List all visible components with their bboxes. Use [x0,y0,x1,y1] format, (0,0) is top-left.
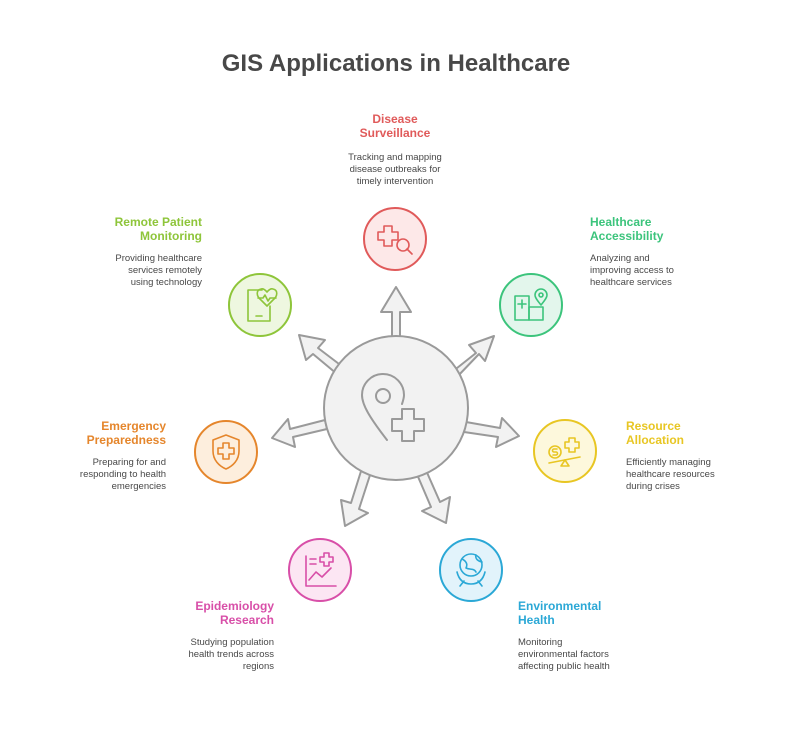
node-remote-patient-monitoring [228,273,292,337]
dollar-cross-scale-icon [548,437,581,467]
tablet-heartbeat-icon [247,288,278,322]
node-healthcare-accessibility [499,273,563,337]
node-epidemiology-research [288,538,352,602]
globe-hands-icon [456,553,486,587]
chart-cross-icon [305,552,337,587]
diagram-title: GIS Applications in Healthcare [221,50,571,77]
node-environmental-health [439,538,503,602]
central-hub [323,335,469,481]
shield-cross-icon [212,434,240,470]
medical-cross-magnifier-icon [377,225,413,255]
arrow-upper-left [298,334,344,375]
node-disease-surveillance [363,207,427,271]
node-resource-allocation [533,419,597,483]
arrow-lower-left [340,467,372,527]
location-pin-medical-cross-icon [361,373,425,442]
arrow-left [271,418,328,448]
hospital-location-icon [514,288,548,321]
node-emergency-preparedness [194,420,258,484]
arrow-right [463,417,520,448]
